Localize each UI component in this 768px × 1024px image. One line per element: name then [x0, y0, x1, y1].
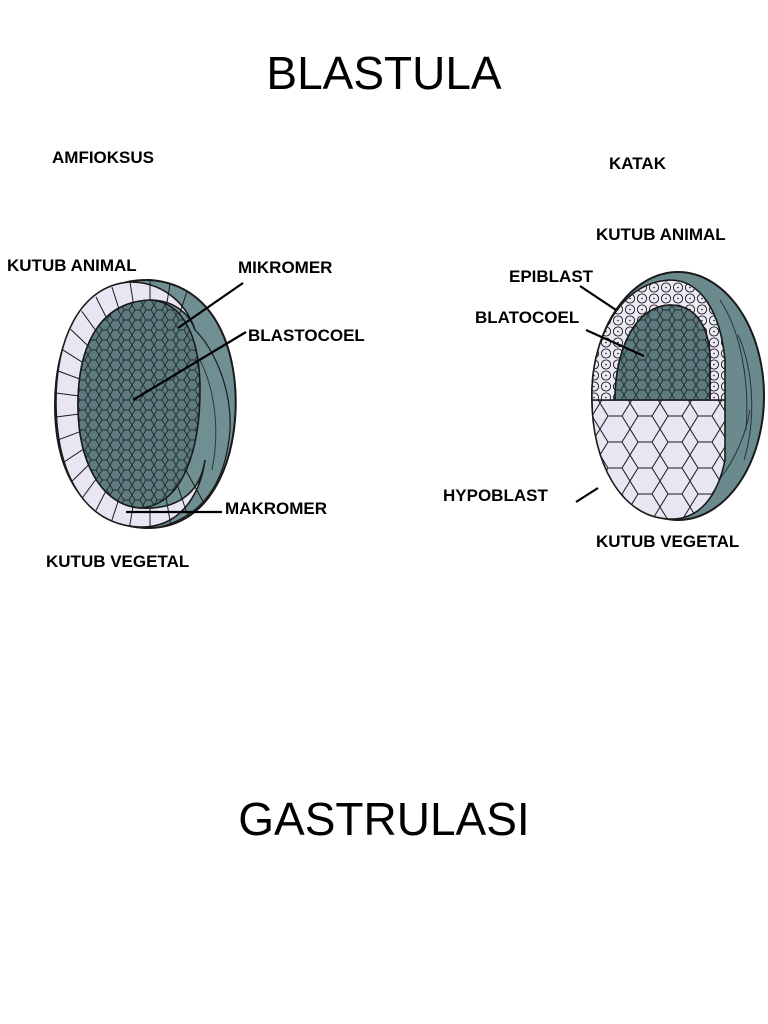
katak-yolk-cells: [591, 399, 726, 520]
pointer-blatocoel: [585, 328, 645, 358]
label-makromer: MAKROMER: [225, 499, 327, 518]
label-mikromer: MIKROMER: [238, 258, 333, 277]
pointer-blastocoel: [132, 331, 247, 401]
amfioksus-blastula-illustration: [53, 278, 247, 530]
pointer-mikromer: [177, 282, 244, 329]
title-blastula: BLASTULA: [266, 47, 502, 99]
label-amf-vegetal-pole: KUTUB VEGETAL: [46, 552, 190, 571]
label-katak-animal-pole: KUTUB ANIMAL: [596, 225, 726, 244]
pointer-epiblast: [579, 285, 617, 311]
title-gastrulasi: GASTRULASI: [238, 793, 530, 845]
label-blastocoel: BLASTOCOEL: [248, 326, 365, 345]
katak-blastocoel-cavity: [614, 304, 711, 401]
label-epiblast: EPIBLAST: [509, 267, 594, 286]
label-amfioksus: AMFIOKSUS: [52, 148, 154, 167]
label-amf-animal-pole: KUTUB ANIMAL: [7, 256, 137, 275]
katak-blastula-illustration: [575, 271, 765, 521]
label-katak-vegetal-pole: KUTUB VEGETAL: [596, 532, 740, 551]
amf-cell-ring: [55, 281, 206, 528]
label-katak: KATAK: [609, 154, 666, 173]
amf-blastocoel-cavity: [77, 299, 201, 509]
pointer-hypoblast: [575, 487, 599, 503]
label-blatocoel: BLATOCOEL: [475, 308, 580, 327]
label-hypoblast: HYPOBLAST: [443, 486, 548, 505]
